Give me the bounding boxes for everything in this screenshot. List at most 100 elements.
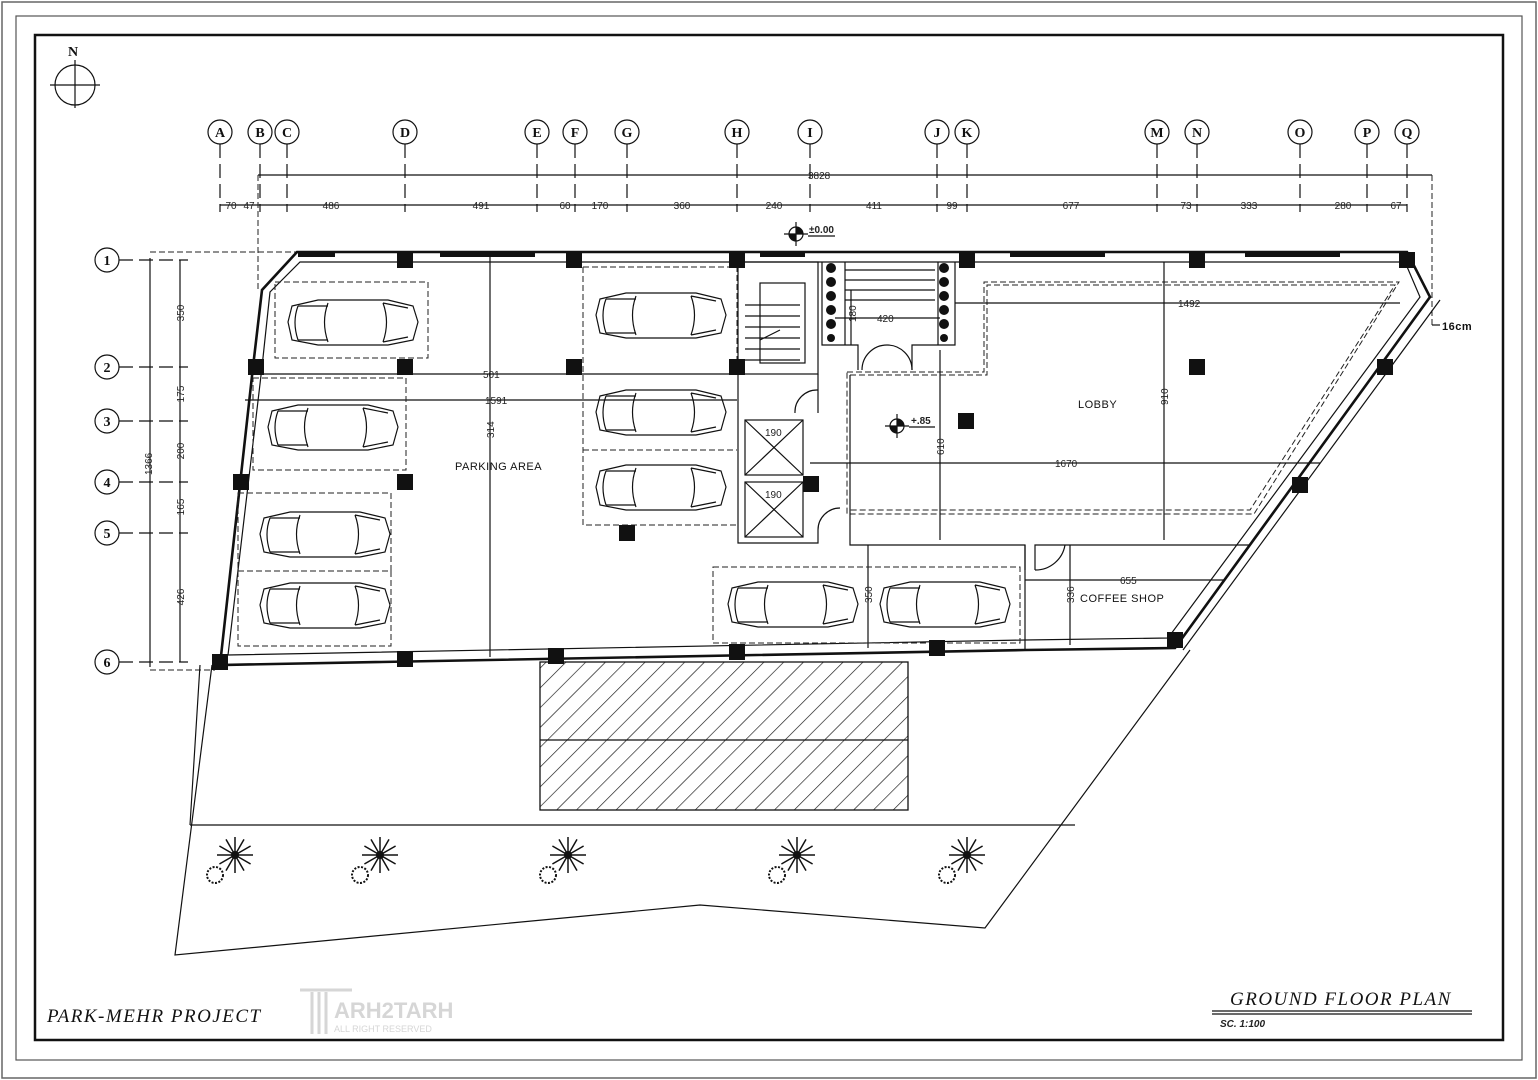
car-detail xyxy=(886,584,1001,625)
parking-dimension-2: 1591 xyxy=(485,396,508,407)
shrub-icon xyxy=(206,866,224,884)
car-body xyxy=(595,464,727,511)
car-body xyxy=(727,581,859,628)
title-underline xyxy=(1212,1010,1472,1015)
structural-column xyxy=(1189,252,1205,268)
car-detail xyxy=(602,467,717,508)
coffee-height-dimension: 336 xyxy=(1066,586,1077,603)
grid-label-A: A xyxy=(215,126,226,141)
coffee-width-dimension: 655 xyxy=(1120,576,1137,587)
grid-label-O: O xyxy=(1295,126,1306,141)
watermark-brand: ARH2TARH xyxy=(334,998,453,1023)
top-dimension-value: 99 xyxy=(946,201,958,212)
car-detail xyxy=(734,584,849,625)
car-body xyxy=(595,292,727,339)
car-body xyxy=(267,404,399,451)
car-body xyxy=(595,389,727,436)
shrub-icon xyxy=(938,866,956,884)
site-dashed-outline xyxy=(150,175,300,671)
grid-label-G: G xyxy=(622,126,633,141)
drawing-title: GROUND FLOOR PLAN xyxy=(1230,989,1452,1010)
grid-label-E: E xyxy=(532,126,541,141)
grid-label-row-3: 3 xyxy=(104,415,111,430)
top-dimension-value: 67 xyxy=(1390,201,1402,212)
overall-height-dimension: 1366 xyxy=(144,452,155,475)
structural-column xyxy=(548,648,564,664)
grid-label-B: B xyxy=(255,126,264,141)
top-dimension-value: 360 xyxy=(674,201,691,212)
tree-trunk xyxy=(963,851,971,859)
lobby-level: +.85 xyxy=(911,416,931,427)
landscape-trees xyxy=(206,837,985,884)
top-dimension-value: 70 xyxy=(225,201,237,212)
structural-column xyxy=(1377,359,1393,375)
structural-column xyxy=(729,252,745,268)
car-detail xyxy=(294,302,409,343)
structural-column xyxy=(212,654,228,670)
structural-column xyxy=(566,252,582,268)
coffee-shop-area: 655 336 COFFEE SHOP xyxy=(1024,545,1225,650)
grid-label-row-5: 5 xyxy=(104,527,111,542)
left-dimension-value: 165 xyxy=(176,498,187,515)
watermark-rights: ALL RIGHT RESERVED xyxy=(334,1024,432,1034)
lobby-top-dimension: 1492 xyxy=(1178,299,1201,310)
stair-width-dimension: 420 xyxy=(877,314,894,325)
car-body xyxy=(259,582,391,629)
grid-label-row-4: 4 xyxy=(104,476,111,491)
structural-column xyxy=(1292,477,1308,493)
structural-column xyxy=(803,476,819,492)
elevator-1-dimension: 190 xyxy=(765,428,782,439)
north-arrow-icon: N xyxy=(50,45,100,108)
sheet-frame xyxy=(15,15,1523,1061)
grid-label-Q: Q xyxy=(1402,126,1413,141)
car-detail xyxy=(266,585,381,626)
entrance-level: ±0.00 xyxy=(809,225,834,236)
tree-icon xyxy=(938,837,985,884)
grid-label-N: N xyxy=(1192,126,1202,141)
stair-depth-dimension: 180 xyxy=(848,305,859,322)
lobby-label: LOBBY xyxy=(1078,399,1117,411)
top-dimension-value: 73 xyxy=(1180,201,1192,212)
left-dimension-value: 200 xyxy=(176,442,187,459)
car-icon xyxy=(595,464,727,511)
parking-dimension-3: 314 xyxy=(486,421,497,438)
top-dimension-value: 170 xyxy=(592,201,609,212)
shrub-icon xyxy=(768,866,786,884)
grid-label-P: P xyxy=(1363,126,1372,141)
car-icon xyxy=(879,581,1011,628)
structural-column xyxy=(397,474,413,490)
project-title: PARK-MEHR PROJECT xyxy=(46,1006,262,1027)
parking-area: 501 1591 314 PARKING AREA 350 xyxy=(237,255,1021,657)
car-body xyxy=(259,511,391,558)
car-icon xyxy=(595,292,727,339)
grid-label-C: C xyxy=(282,126,292,141)
tree-trunk xyxy=(231,851,239,859)
left-dimension-value: 175 xyxy=(176,385,187,402)
grid-label-D: D xyxy=(400,126,410,141)
top-dimension-value: 240 xyxy=(766,201,783,212)
structural-column xyxy=(1189,359,1205,375)
grid-label-J: J xyxy=(934,126,941,141)
tree-trunk xyxy=(376,851,384,859)
structural-column xyxy=(1399,252,1415,268)
hatched-ramp-area xyxy=(539,661,909,811)
shrub-icon xyxy=(351,866,369,884)
left-dimension-value: 350 xyxy=(176,304,187,321)
top-dimension-value: 491 xyxy=(473,201,490,212)
structural-column xyxy=(958,413,974,429)
parked-cars xyxy=(259,292,1011,629)
coffee-shop-label: COFFEE SHOP xyxy=(1080,593,1164,605)
top-dimension-value: 280 xyxy=(1335,201,1352,212)
shrub-icon xyxy=(539,866,557,884)
parking-bay-dimension: 350 xyxy=(864,586,875,603)
structural-column xyxy=(729,359,745,375)
tree-icon xyxy=(768,837,815,884)
car-icon xyxy=(287,299,419,346)
top-dimension-value: 60 xyxy=(559,201,571,212)
grid-label-row-6: 6 xyxy=(104,656,111,671)
structural-column xyxy=(619,525,635,541)
structural-column xyxy=(397,651,413,667)
